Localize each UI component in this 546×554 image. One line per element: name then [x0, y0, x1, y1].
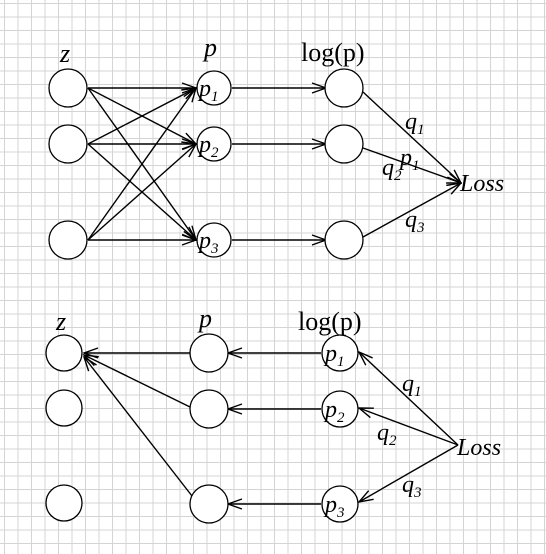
node-p1	[196, 70, 232, 106]
header-log-p: log(p)	[301, 38, 365, 67]
node-logp1-2	[321, 334, 359, 372]
back-edge-loss-logp1	[359, 352, 459, 446]
logp1-label: p1	[323, 341, 345, 370]
back-edges-loss-to-logp	[359, 352, 459, 502]
node-p1-2	[189, 333, 229, 373]
edge-z2-p1	[87, 88, 196, 145]
edge-logp2-loss	[362, 147, 461, 183]
q2-label: q2	[382, 155, 402, 184]
p3-label: p3	[197, 228, 219, 257]
edges-z-to-p	[87, 88, 196, 241]
edge-logp3-loss	[362, 183, 461, 238]
overlap-p1-label: p1	[398, 145, 420, 174]
node-logp2-2	[321, 390, 359, 428]
back-edge-p2-z1	[84, 355, 191, 408]
header-z-2: z	[55, 307, 66, 336]
back-edge-loss-logp2	[359, 408, 459, 446]
q3-label: q3	[405, 207, 425, 236]
header-p-2: p	[197, 304, 212, 333]
node-logp3	[324, 220, 364, 260]
edges-logp-to-loss	[362, 91, 461, 238]
q3-label-2: q3	[402, 472, 422, 501]
header-log-p-2: log(p)	[298, 307, 362, 336]
node-p2-2	[189, 389, 229, 429]
node-z3	[48, 220, 88, 260]
node-z3-2	[45, 484, 83, 522]
backward-diagram: z p log(p)	[45, 304, 501, 524]
logp2-label: p2	[323, 397, 345, 426]
node-logp1	[324, 68, 364, 108]
node-logp2	[324, 124, 364, 164]
logp3-label: p3	[323, 492, 345, 521]
header-p: p	[202, 33, 217, 62]
edge-z3-p2	[87, 144, 196, 241]
header-z: z	[59, 39, 70, 68]
p1-label: p1	[197, 76, 219, 105]
node-z2-2	[45, 389, 83, 427]
back-edge-loss-logp3	[359, 444, 459, 502]
node-p2	[196, 126, 232, 162]
forward-diagram: z p log(p)	[48, 33, 504, 260]
back-edges-p-to-z	[84, 353, 193, 497]
node-p3	[196, 222, 232, 258]
back-edges-logp-to-p	[228, 353, 321, 504]
node-z1-2	[45, 334, 83, 372]
q1-label: q1	[405, 109, 425, 138]
node-z2	[48, 124, 88, 164]
back-edge-p3-z1	[84, 357, 193, 497]
q2-label-2: q2	[377, 420, 397, 449]
loss-label-2: Loss	[456, 435, 501, 461]
edge-z3-p1	[87, 88, 196, 241]
q1-label-2: q1	[402, 371, 422, 400]
node-logp3-2	[321, 485, 359, 523]
p2-label: p2	[197, 132, 219, 161]
edge-logp1-loss	[362, 91, 461, 183]
node-p3-2	[189, 484, 229, 524]
edges-p-to-logp	[232, 88, 326, 240]
loss-label: Loss	[459, 171, 504, 197]
node-z1	[48, 68, 88, 108]
